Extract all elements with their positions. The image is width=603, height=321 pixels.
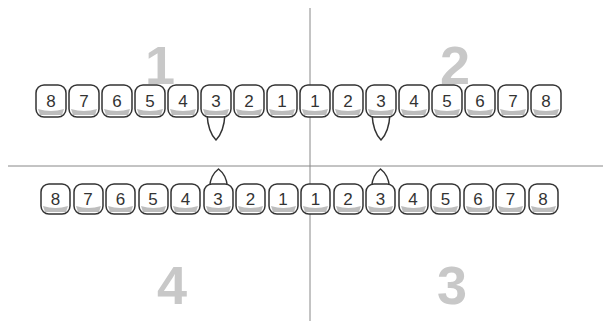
tooth-number: 3 [211, 93, 220, 110]
quadrant-number: 3 [437, 258, 467, 312]
tooth: 4 [398, 183, 429, 215]
tooth-number: 7 [508, 93, 517, 110]
quadrant-number: 1 [145, 38, 175, 92]
tooth-number: 2 [244, 93, 253, 110]
tooth: 7 [497, 84, 529, 118]
tooth-number: 6 [112, 93, 121, 110]
tooth-number: 4 [409, 93, 418, 110]
tooth-number: 1 [311, 191, 320, 208]
tooth: 1 [268, 183, 299, 215]
tooth: 5 [138, 183, 169, 215]
tooth: 2 [233, 84, 265, 118]
tooth: 4 [170, 183, 201, 215]
tooth-number: 7 [79, 93, 88, 110]
tooth: 8 [40, 183, 71, 215]
quadrant-number: 4 [157, 258, 187, 312]
tooth: 2 [332, 84, 364, 118]
quadrant-number: 2 [440, 38, 470, 92]
tooth: 1 [300, 183, 331, 215]
tooth-number: 1 [277, 93, 286, 110]
tooth: 3 [203, 183, 234, 215]
tooth-number: 3 [376, 93, 385, 110]
tooth-number: 4 [178, 93, 187, 110]
tooth-number: 3 [376, 191, 385, 208]
tooth-number: 2 [343, 93, 352, 110]
tooth-number: 3 [213, 191, 222, 208]
tooth-number: 5 [441, 191, 450, 208]
tooth-number: 1 [278, 191, 287, 208]
tooth: 3 [200, 84, 232, 118]
tooth: 7 [495, 183, 526, 215]
tooth: 4 [398, 84, 430, 118]
tooth-number: 8 [46, 93, 55, 110]
tooth: 8 [528, 183, 559, 215]
tooth-number: 1 [310, 93, 319, 110]
tooth-number: 8 [541, 93, 550, 110]
tooth-number: 6 [116, 191, 125, 208]
tooth: 3 [365, 183, 396, 215]
tooth-number: 7 [83, 191, 92, 208]
tooth-number: 4 [408, 191, 417, 208]
vertical-axis [310, 8, 311, 321]
tooth-number: 5 [442, 93, 451, 110]
tooth-number: 7 [506, 191, 515, 208]
tooth: 8 [35, 84, 67, 118]
tooth-number: 5 [148, 191, 157, 208]
tooth: 6 [463, 183, 494, 215]
tooth-number: 6 [475, 93, 484, 110]
tooth-number: 2 [343, 191, 352, 208]
tooth: 7 [68, 84, 100, 118]
tooth-number: 6 [473, 191, 482, 208]
horizontal-axis [8, 166, 603, 167]
tooth: 1 [266, 84, 298, 118]
tooth: 1 [299, 84, 331, 118]
tooth: 3 [365, 84, 397, 118]
tooth: 6 [101, 84, 133, 118]
tooth: 2 [333, 183, 364, 215]
tooth-number: 8 [51, 191, 60, 208]
tooth-number: 4 [181, 191, 190, 208]
tooth-number: 2 [246, 191, 255, 208]
tooth-number: 8 [538, 191, 547, 208]
tooth: 7 [73, 183, 104, 215]
tooth-number: 5 [145, 93, 154, 110]
tooth: 5 [430, 183, 461, 215]
tooth: 6 [105, 183, 136, 215]
tooth: 8 [530, 84, 562, 118]
tooth: 2 [235, 183, 266, 215]
